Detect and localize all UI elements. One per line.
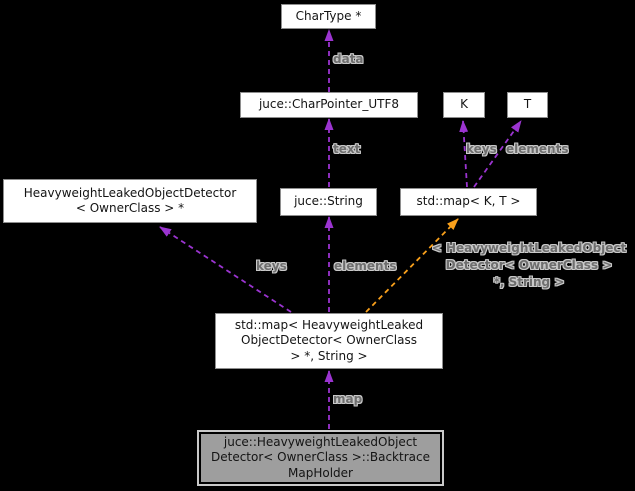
edge-keys-detector	[159, 226, 292, 313]
node-std-map-kt[interactable]: std::map< K, T >	[400, 188, 537, 216]
edge-label-text: text	[333, 142, 361, 156]
edge-label-keys-left: keys	[256, 259, 287, 273]
node-t-label: T	[523, 97, 532, 112]
node-chartype-label: CharType *	[295, 8, 362, 23]
node-k[interactable]: K	[443, 92, 485, 118]
edge-label-elements-left: elements	[334, 259, 397, 273]
node-std-map-detector-string-line2: ObjectDetector< OwnerClass	[241, 333, 417, 348]
node-charpointer-utf8-label: juce::CharPointer_UTF8	[258, 97, 400, 112]
node-backtrace-mapholder-line3: MapHolder	[288, 465, 353, 480]
edge-label-template-args-line3: *, String >	[493, 275, 565, 289]
node-juce-string-label: juce::String	[294, 194, 363, 209]
node-k-label: K	[460, 97, 468, 112]
edge-label-template-args: < HeavyweightLeakedObject Detector< Owne…	[423, 240, 635, 291]
edge-label-data: data	[333, 52, 364, 66]
edge-label-elements-right: elements	[506, 142, 569, 156]
node-heavyweight-detector[interactable]: HeavyweightLeakedObjectDetector < OwnerC…	[3, 179, 257, 223]
edge-elements-t	[473, 120, 522, 188]
node-t[interactable]: T	[507, 92, 548, 118]
node-chartype[interactable]: CharType *	[281, 4, 376, 29]
node-heavyweight-detector-line1: HeavyweightLeakedObjectDetector	[23, 185, 237, 200]
node-std-map-detector-string-line1: std::map< HeavyweightLeaked	[234, 317, 424, 332]
edge-label-template-args-line1: < HeavyweightLeakedObject	[431, 241, 627, 255]
node-backtrace-mapholder: juce::HeavyweightLeakedObject Detector< …	[197, 430, 444, 486]
node-std-map-detector-string-line3: > *, String >	[290, 348, 368, 363]
node-std-map-detector-string[interactable]: std::map< HeavyweightLeaked ObjectDetect…	[215, 313, 443, 369]
node-backtrace-mapholder-line1: juce::HeavyweightLeakedObject	[223, 434, 418, 449]
edge-label-template-args-line2: Detector< OwnerClass >	[445, 258, 613, 272]
edge-label-keys-right: keys	[466, 142, 497, 156]
node-juce-string[interactable]: juce::String	[280, 188, 377, 216]
edge-keys-k	[459, 120, 469, 188]
node-std-map-kt-label: std::map< K, T >	[416, 194, 521, 209]
node-backtrace-mapholder-line2: Detector< OwnerClass >::Backtrace	[211, 450, 430, 465]
edge-label-map: map	[333, 392, 363, 406]
edge-template-instantiation	[365, 218, 459, 313]
node-charpointer-utf8[interactable]: juce::CharPointer_UTF8	[240, 92, 418, 118]
node-heavyweight-detector-line2: < OwnerClass > *	[75, 201, 185, 215]
